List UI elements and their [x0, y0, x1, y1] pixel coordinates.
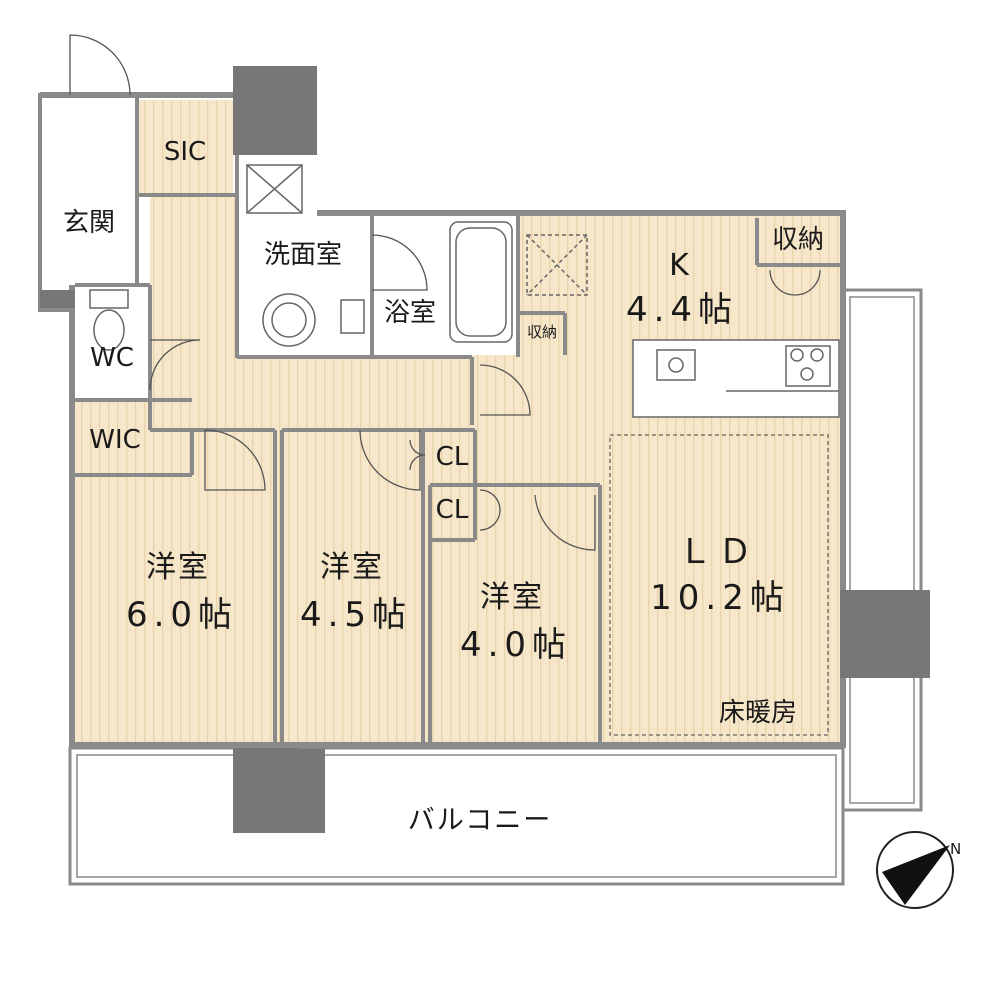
outer-wall	[40, 92, 846, 748]
closet-label-2: CL	[435, 495, 469, 525]
yoshitsu2-size: 4.5帖	[299, 595, 413, 635]
compass-north-label: N	[950, 840, 962, 858]
yoshitsu3-label: 洋室	[480, 580, 544, 615]
balcony-area	[68, 746, 845, 886]
pillars	[40, 66, 930, 833]
floor-heating-area	[609, 434, 829, 736]
fixtures	[89, 164, 588, 351]
balcony-label: バルコニー	[407, 805, 553, 836]
yoshitsu1-label: 洋室	[146, 550, 210, 585]
side-balcony	[841, 288, 923, 812]
yoshitsu3-size: 4.0帖	[459, 625, 573, 665]
sic-label: SIC	[163, 137, 207, 167]
kitchen-counter	[632, 339, 840, 418]
walls	[75, 95, 840, 745]
compass-icon	[876, 831, 954, 909]
genkan-label: 玄関	[62, 208, 116, 238]
genkan-floor	[38, 93, 139, 312]
wic-label: WIC	[89, 425, 141, 455]
wc-label: WC	[90, 343, 134, 373]
yoshitsu2-label: 洋室	[320, 550, 384, 585]
yokushitsu-label: 浴室	[383, 298, 437, 328]
senmen-label: 洗面室	[263, 240, 343, 270]
ld-size: 10.2帖	[650, 578, 790, 618]
kitchen-storage-label: 収納	[771, 225, 825, 255]
kitchen-label: K	[669, 248, 691, 283]
floor-heating-label: 床暖房	[718, 698, 798, 728]
closet-label-1: CL	[435, 442, 469, 472]
yoshitsu1-size: 6.0帖	[125, 595, 239, 635]
wood-floors	[75, 100, 843, 742]
door-swings	[69, 34, 821, 551]
kitchen-size: 4.4帖	[625, 290, 739, 330]
wet-areas	[75, 155, 518, 400]
small-storage-label: 収納	[526, 323, 558, 341]
ld-label: ＬＤ	[678, 532, 758, 572]
